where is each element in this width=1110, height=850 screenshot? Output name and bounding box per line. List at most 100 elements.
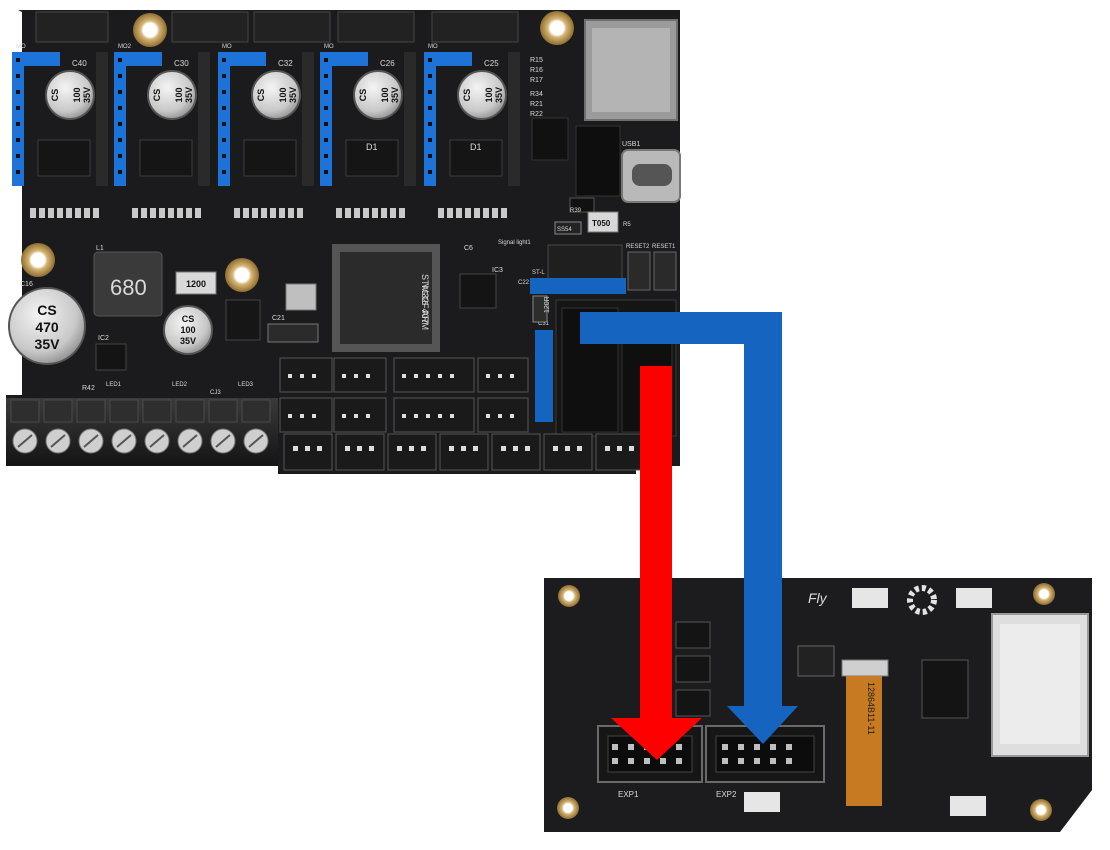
smd-resistor [474, 208, 480, 218]
driver-label: MO [16, 44, 26, 50]
cap-label: C30 [174, 59, 189, 68]
crystal [285, 283, 317, 311]
mounting-hole [540, 11, 574, 45]
silk-ic2: IC2 [98, 335, 109, 342]
smd-resistor [252, 208, 258, 218]
smd-resistor [501, 208, 507, 218]
cap-voltage: 35V [82, 87, 92, 103]
jst-connector [333, 357, 387, 393]
smd-resistor [492, 208, 498, 218]
jst-connector [543, 433, 593, 471]
mounting-hole [21, 243, 55, 277]
jst-connector [333, 397, 387, 433]
smd-resistor [261, 208, 267, 218]
silk-r17: R17 [530, 77, 543, 84]
smd-resistor [66, 208, 72, 218]
silk-signal-light: Signal light1 [498, 240, 531, 246]
cap-value: 100 [278, 87, 288, 102]
power-inductor [93, 251, 163, 317]
jst-connector [393, 397, 475, 433]
cap470-voltage: 35V [35, 336, 61, 352]
smd-resistor [150, 208, 156, 218]
mounting-hole [558, 585, 580, 607]
ribbon-cable [846, 676, 882, 806]
mcu-marking-3: ARM [420, 310, 430, 330]
smd-resistor [168, 208, 174, 218]
ic-chip [569, 197, 595, 213]
jst-connector [477, 357, 529, 393]
cap-label: C25 [484, 59, 499, 68]
jst-connector [335, 433, 385, 471]
jst-connector [279, 357, 333, 393]
mount-slot [744, 792, 780, 812]
silk-l1: L1 [96, 245, 104, 252]
cap470-value: 470 [35, 319, 59, 335]
smd-resistor [390, 208, 396, 218]
jst-connector [491, 433, 541, 471]
exp1-label: EXP1 [618, 790, 639, 799]
sd-card-slot [584, 19, 678, 121]
capacitor-470uf: CS 470 35V [8, 287, 86, 365]
ic-chip [587, 211, 619, 233]
cap-brand: CS [462, 89, 472, 102]
smd-resistor [345, 208, 351, 218]
cap-mid-brand: CS [182, 314, 195, 324]
smd-resistor [48, 208, 54, 218]
smd-resistor [270, 208, 276, 218]
silk-120r: 120R [544, 296, 551, 313]
mcu-chip: STM32F407 VGT6 ARM [332, 244, 440, 352]
inductor-marking: 680 [110, 275, 147, 300]
driver-label: MO [428, 44, 438, 50]
silk-d1a: D1 [366, 142, 378, 152]
cap-mid-value: 100 [180, 325, 195, 335]
cap-brand: CS [50, 89, 60, 102]
silk-r42: R42 [82, 385, 95, 392]
driver-label: MO2 [118, 44, 132, 50]
silk-reset1: RESET1 [652, 244, 676, 250]
bottom-connector-row [283, 433, 645, 471]
jst-connector [279, 397, 333, 433]
ic-chip [675, 689, 711, 717]
exp1-arrow [611, 366, 702, 760]
smd-resistor [75, 208, 81, 218]
voltage-regulator [797, 645, 835, 677]
cap-label: C32 [278, 59, 293, 68]
top-connector-row [35, 11, 519, 43]
smd-resistor [132, 208, 138, 218]
mcu-marking-1: STM32F407 [420, 274, 430, 324]
driver-label: MO [222, 44, 232, 50]
cap-value: 100 [72, 87, 82, 102]
cap-brand: CS [152, 89, 162, 102]
smd-resistor [363, 208, 369, 218]
jst-connector [477, 397, 529, 433]
ribbon-marking: 12864B11-11 [866, 682, 876, 735]
ribbon-connector [841, 659, 889, 677]
silk-usb: USB1 [622, 141, 640, 148]
jst-connector [595, 433, 645, 471]
cap-voltage: 35V [184, 87, 194, 103]
silk-led3: LED3 [238, 382, 254, 388]
silk-ss54: SS54 [557, 227, 572, 233]
ic-chip [225, 299, 261, 341]
ic-chip [459, 273, 497, 309]
cap-voltage: 35V [494, 87, 504, 103]
silk-c31: C31 [538, 321, 550, 327]
smd-resistor [195, 208, 201, 218]
silk-1200: 1200 [186, 279, 206, 289]
silk-t050: T050 [592, 219, 611, 228]
mounting-hole [225, 258, 259, 292]
silk-r5: R5 [623, 222, 631, 228]
reset-button-2 [627, 251, 651, 291]
mount-slot [956, 588, 992, 608]
smd-resistor [159, 208, 165, 218]
jst-connector [393, 357, 475, 393]
gear-logo-icon [907, 585, 937, 615]
smd-resistor [438, 208, 444, 218]
display-brand: Fly [808, 590, 828, 606]
ic-chip [531, 117, 569, 161]
ic-chip [575, 125, 621, 197]
cap-value: 100 [484, 87, 494, 102]
